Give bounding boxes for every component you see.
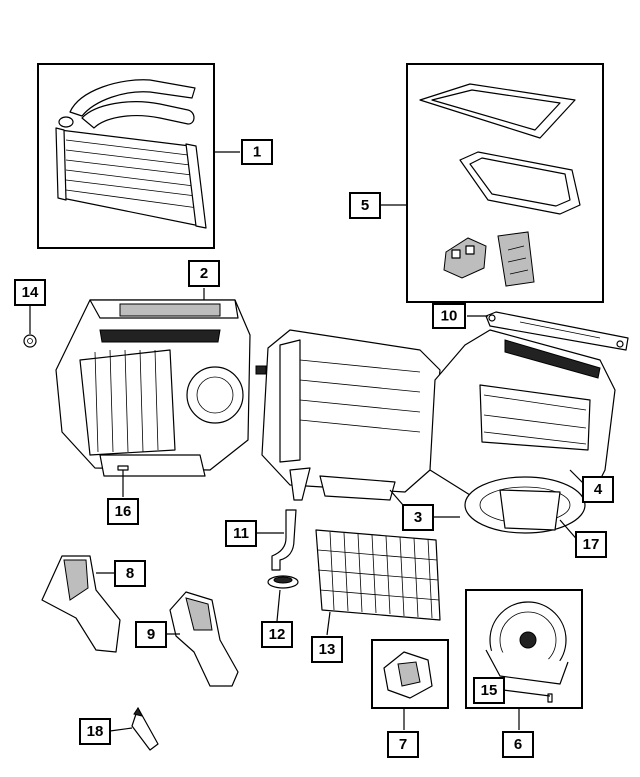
- callout-10: 10: [432, 303, 466, 329]
- callout-11: 11: [225, 520, 257, 547]
- callout-1: 1: [241, 139, 273, 165]
- sealant-illustration: [131, 707, 159, 751]
- callout-7: 7: [387, 731, 419, 758]
- callout-3: 3: [402, 504, 434, 531]
- blower-resistor-illustration: [371, 639, 449, 709]
- grommet-illustration: [267, 575, 299, 589]
- callout-1-label: 1: [253, 144, 261, 161]
- callout-6-label: 6: [514, 736, 522, 753]
- heater-core-illustration: [37, 63, 215, 249]
- callout-4-label: 4: [594, 481, 603, 498]
- callout-8-label: 8: [126, 565, 134, 582]
- callout-10-label: 10: [441, 308, 458, 325]
- callout-7-label: 7: [399, 736, 407, 753]
- callout-5: 5: [349, 192, 381, 219]
- screw-housing-illustration: [117, 465, 129, 480]
- hvac-housing-center-illustration: [255, 329, 441, 501]
- callout-4: 4: [582, 476, 614, 503]
- leader-lines: [29, 151, 591, 732]
- callout-9-label: 9: [147, 626, 155, 643]
- callout-15: 15: [473, 677, 505, 704]
- callout-17-label: 17: [583, 536, 600, 553]
- callout-17: 17: [575, 531, 607, 558]
- callout-12-label: 12: [269, 626, 286, 643]
- callout-16: 16: [107, 498, 139, 525]
- callout-18-label: 18: [87, 723, 104, 740]
- callout-16-label: 16: [115, 503, 132, 520]
- callout-14-label: 14: [22, 284, 39, 301]
- callout-13-label: 13: [319, 641, 336, 658]
- nut-illustration: [23, 334, 37, 348]
- callout-9: 9: [135, 621, 167, 648]
- callout-11-label: 11: [233, 525, 249, 542]
- bracket-illustration: [485, 311, 629, 351]
- duct-left-illustration: [41, 555, 121, 653]
- callout-12: 12: [261, 621, 293, 648]
- drain-tube-illustration: [271, 509, 297, 571]
- callout-14: 14: [14, 279, 46, 306]
- blower-motor-illustration: [465, 589, 583, 709]
- callout-2: 2: [188, 260, 220, 287]
- callout-6: 6: [502, 731, 534, 758]
- seal-kit-illustration: [406, 63, 604, 303]
- hvac-housing-front-illustration: [55, 299, 251, 477]
- callout-2-label: 2: [200, 265, 208, 282]
- duct-right-illustration: [169, 591, 239, 687]
- callout-13: 13: [311, 636, 343, 663]
- cabin-filter-illustration: [315, 529, 441, 621]
- blower-housing-illustration: [429, 329, 616, 534]
- callout-8: 8: [114, 560, 146, 587]
- callout-18: 18: [79, 718, 111, 745]
- callout-5-label: 5: [361, 197, 369, 214]
- callout-3-label: 3: [414, 509, 422, 526]
- callout-15-label: 15: [481, 682, 498, 699]
